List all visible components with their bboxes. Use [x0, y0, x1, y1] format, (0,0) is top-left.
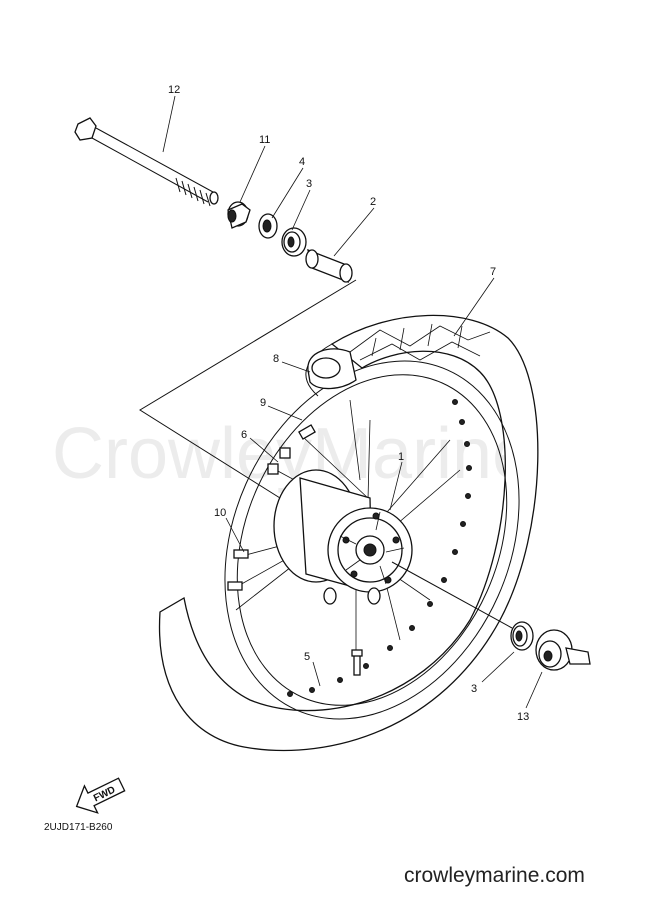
spoke-ends [227, 424, 316, 591]
rim [224, 360, 520, 720]
meter-gear-unit [535, 629, 591, 671]
oil-seal [258, 213, 278, 239]
diagram-reference-code: 2UJD171-B260 [44, 822, 113, 833]
bearing-lower [510, 621, 534, 651]
callout-5: 5 [304, 651, 310, 663]
fwd-label: FWD [92, 784, 117, 804]
callout-7: 7 [490, 266, 496, 278]
callout-10: 10 [214, 507, 226, 519]
front-axle [74, 117, 219, 207]
valve-stem [351, 649, 363, 676]
callout-3-upper: 3 [306, 178, 312, 190]
spacer [305, 248, 353, 284]
callout-3-lower: 3 [471, 683, 477, 695]
callout-11: 11 [259, 134, 270, 146]
bearing-upper [281, 227, 307, 257]
hub [273, 469, 413, 605]
callout-1: 1 [398, 451, 404, 463]
callout-4: 4 [299, 156, 305, 168]
callout-12: 12 [168, 84, 180, 96]
fwd-arrow-icon: FWD [75, 777, 126, 814]
callout-6: 6 [241, 429, 247, 441]
callout-leaders [162, 95, 543, 709]
inner-tube-valve [307, 348, 357, 390]
site-label: crowleymarine.com [404, 864, 585, 887]
collar [227, 201, 251, 229]
callout-13: 13 [517, 711, 529, 723]
callout-2: 2 [370, 196, 376, 208]
callout-8: 8 [273, 353, 279, 365]
assembly-leader-line [139, 279, 357, 499]
hub-leader-line [391, 561, 513, 629]
callout-9: 9 [260, 397, 266, 409]
